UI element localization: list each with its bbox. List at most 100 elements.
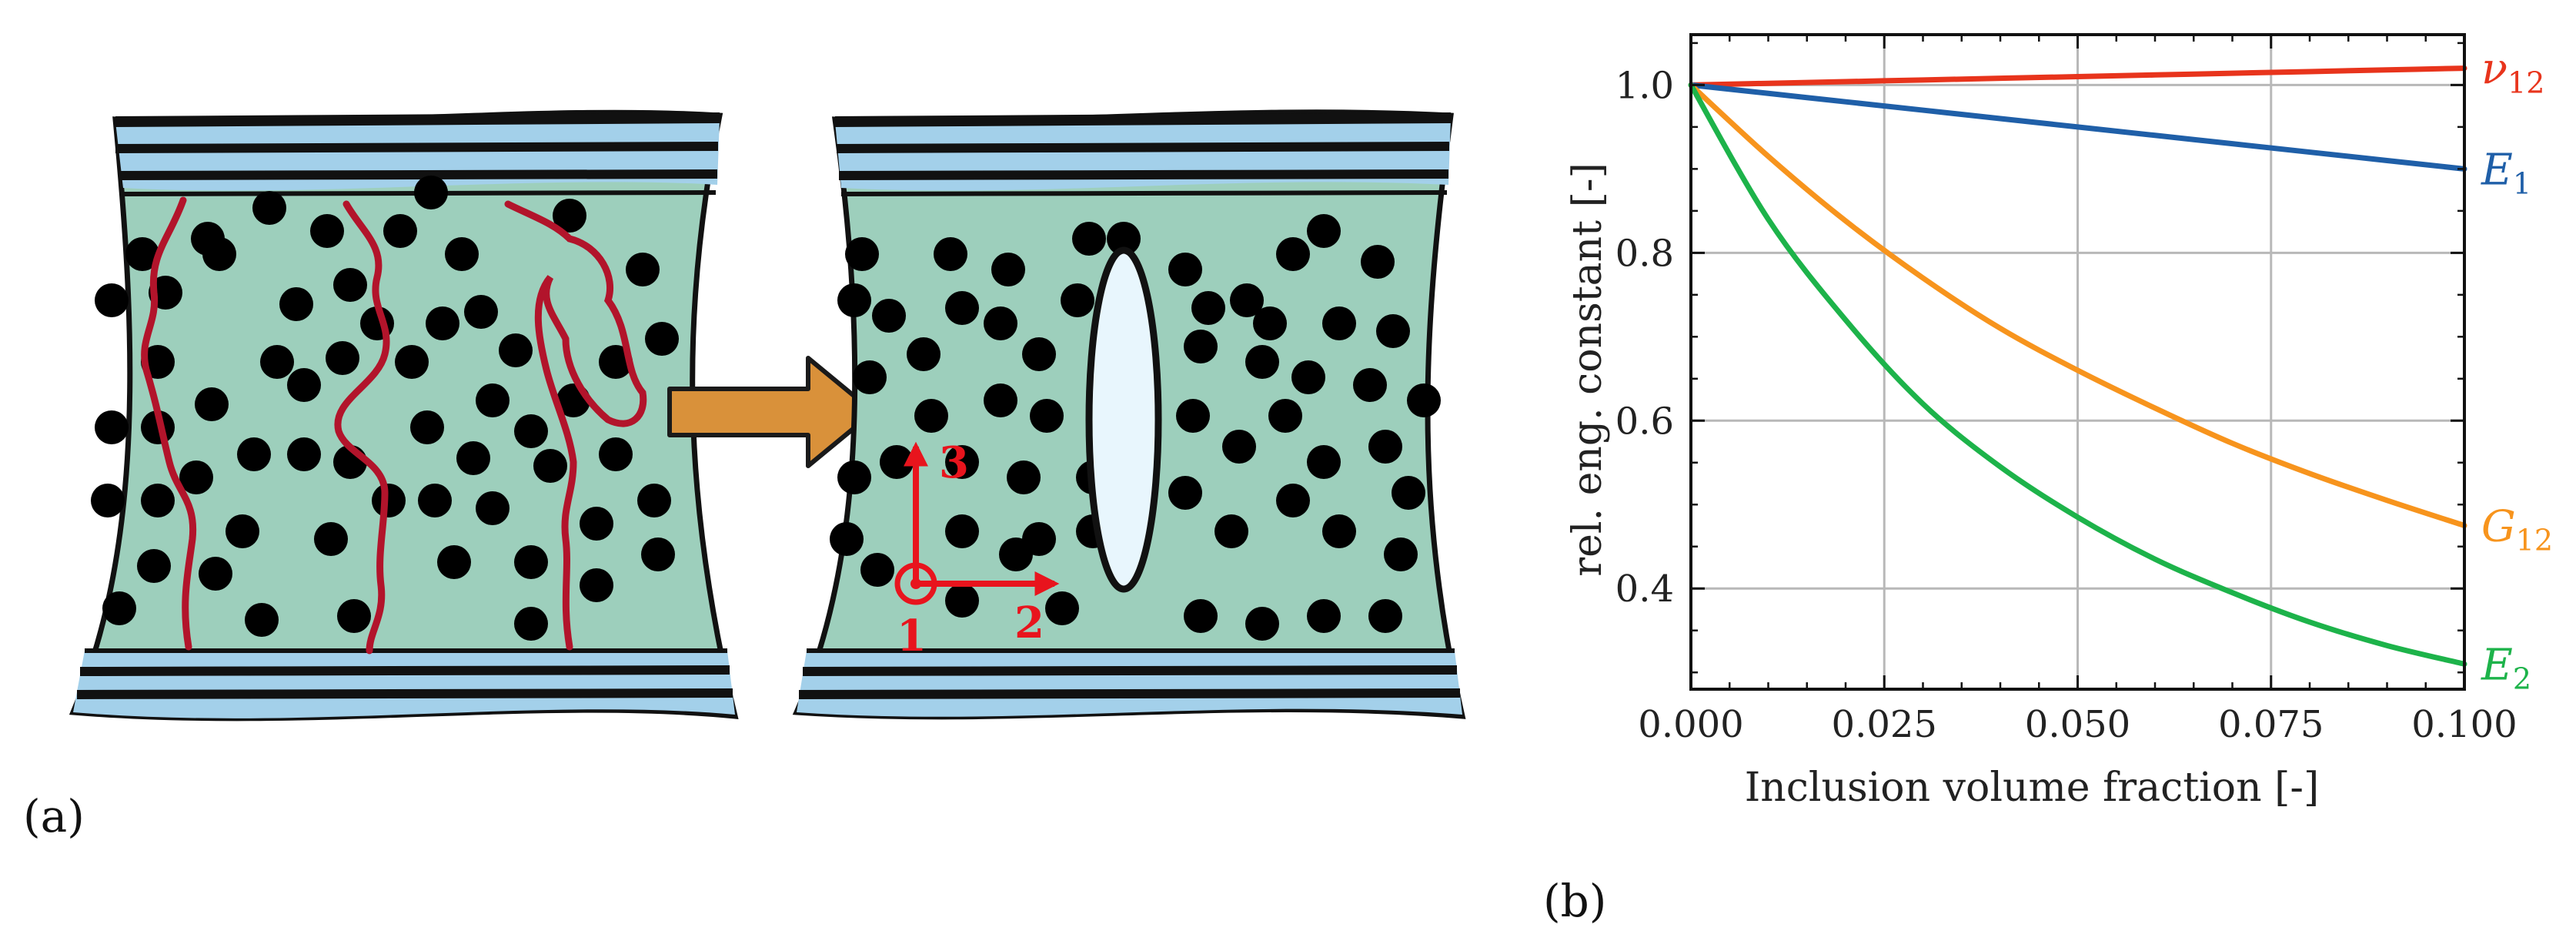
pristine-laminate bbox=[68, 109, 739, 722]
right-particle bbox=[1030, 399, 1064, 433]
left-particle bbox=[580, 507, 613, 541]
left-particle bbox=[514, 414, 548, 448]
right-particle bbox=[984, 306, 1017, 340]
x-tick-label: 0.050 bbox=[2025, 703, 2130, 746]
right-particle bbox=[837, 283, 871, 317]
left-particle bbox=[91, 484, 125, 517]
left-particle bbox=[514, 545, 548, 579]
left-particles bbox=[91, 176, 679, 641]
right-particle bbox=[1307, 599, 1341, 633]
right-particle bbox=[1230, 283, 1264, 317]
left-particle bbox=[199, 557, 232, 591]
y-tick-label: 0.6 bbox=[1615, 400, 1674, 443]
left-particle bbox=[499, 333, 533, 367]
left-particle bbox=[476, 383, 510, 417]
right-particle bbox=[1322, 514, 1356, 548]
left-particle bbox=[226, 514, 259, 548]
right-particle bbox=[984, 383, 1017, 417]
right-particle bbox=[837, 460, 871, 494]
left-particle bbox=[533, 449, 567, 483]
left-particle bbox=[195, 387, 229, 421]
left-particle bbox=[645, 322, 679, 356]
left-ply-stripes-top bbox=[115, 112, 720, 196]
right-particle bbox=[872, 299, 906, 333]
left-particle bbox=[383, 214, 417, 248]
transition-arrow bbox=[667, 356, 876, 468]
right-particle bbox=[860, 553, 894, 587]
right-particle bbox=[1353, 368, 1387, 402]
left-particle bbox=[464, 295, 498, 329]
left-particle bbox=[456, 441, 490, 475]
left-particle bbox=[414, 176, 448, 209]
left-particle bbox=[372, 484, 406, 517]
left-particle bbox=[514, 607, 548, 641]
left-particle bbox=[476, 491, 510, 525]
left-particle bbox=[599, 437, 633, 471]
y-tick-label: 1.0 bbox=[1615, 64, 1674, 107]
series-lines bbox=[1688, 65, 2467, 667]
right-particle bbox=[945, 514, 979, 548]
right-particle bbox=[1307, 445, 1341, 479]
left-particle bbox=[95, 283, 129, 317]
y-tick-label: 0.8 bbox=[1615, 232, 1674, 275]
right-particle bbox=[1107, 222, 1141, 256]
right-particle bbox=[1392, 476, 1425, 510]
series-label-G12: G12 bbox=[2481, 502, 2553, 558]
left-particle bbox=[326, 341, 359, 375]
right-particle bbox=[934, 237, 967, 271]
coordinate-system: 1 2 3 bbox=[894, 437, 1060, 661]
series-line-E1 bbox=[1688, 82, 2467, 172]
left-particle bbox=[445, 237, 479, 271]
left-particle bbox=[418, 484, 452, 517]
crack-1 bbox=[141, 196, 197, 651]
series-line-ν12 bbox=[1688, 65, 2467, 88]
right-particle bbox=[830, 522, 864, 556]
series-line-E2 bbox=[1688, 82, 2467, 667]
panel-label-b: (b) bbox=[1543, 875, 1606, 927]
left-particle bbox=[314, 522, 348, 556]
right-particle bbox=[945, 584, 979, 618]
x-tick-label: 0.075 bbox=[2218, 703, 2324, 746]
right-ply-stripes-bottom bbox=[797, 648, 1462, 717]
right-particle bbox=[1407, 383, 1441, 417]
series-label-ν12: ν12 bbox=[2481, 45, 2544, 100]
left-particle bbox=[437, 545, 471, 579]
left-particle bbox=[287, 368, 321, 402]
left-particle bbox=[580, 568, 613, 602]
right-particle bbox=[1045, 591, 1079, 625]
right-particle bbox=[1168, 253, 1202, 286]
x-axis-title: Inclusion volume fraction [-] bbox=[1745, 765, 2320, 811]
right-particle bbox=[999, 537, 1033, 571]
series-label-E1: E1 bbox=[2481, 145, 2531, 200]
right-particle bbox=[1368, 430, 1402, 464]
right-particle bbox=[945, 291, 979, 325]
right-particle bbox=[945, 445, 979, 479]
right-particles bbox=[830, 214, 1441, 641]
right-particle bbox=[907, 337, 941, 371]
right-particle bbox=[853, 360, 887, 394]
left-particle bbox=[260, 345, 294, 379]
left-particle bbox=[279, 287, 313, 321]
right-particle bbox=[1376, 314, 1410, 348]
left-particle bbox=[395, 345, 429, 379]
series-label-E2: E2 bbox=[2481, 640, 2531, 695]
left-particle bbox=[641, 537, 675, 571]
axis-label-3: 3 bbox=[939, 437, 969, 488]
left-particle bbox=[410, 410, 444, 444]
left-particle bbox=[125, 237, 159, 271]
crack-3 bbox=[504, 200, 647, 651]
right-particle bbox=[1061, 283, 1094, 317]
right-particle bbox=[1176, 399, 1210, 433]
right-particle bbox=[1191, 291, 1225, 325]
series-line-G12 bbox=[1688, 82, 2467, 528]
left-particle bbox=[310, 214, 344, 248]
left-particle bbox=[252, 191, 286, 225]
crack-paths bbox=[141, 196, 647, 655]
void-inclusion bbox=[1085, 246, 1162, 593]
right-particle bbox=[1072, 222, 1106, 256]
left-particle bbox=[179, 460, 213, 494]
x-tick-label: 0.025 bbox=[1832, 703, 1937, 746]
